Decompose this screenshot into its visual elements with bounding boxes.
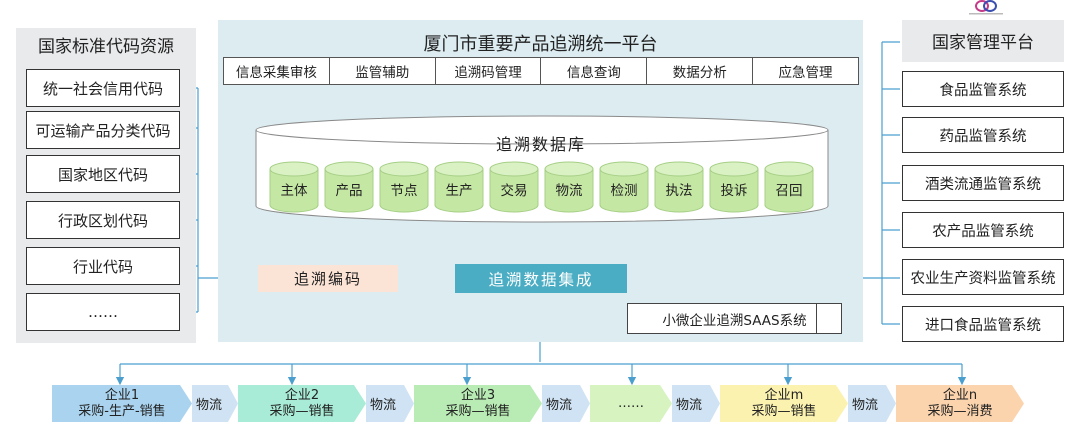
logistics-arrow: 物流 <box>192 385 238 422</box>
code-item: 行政区划代码 <box>26 201 180 239</box>
standard-code-title: 国家标准代码资源 <box>38 37 174 57</box>
enterprise-desc: 采购—销售 <box>751 403 817 419</box>
enterprise-node: 企业m 采购—销售 <box>720 385 848 422</box>
module-item: 监管辅助 <box>330 58 436 84</box>
enterprise-desc: 采购—销售 <box>445 403 511 419</box>
db-cell: 物流 <box>555 183 583 199</box>
saas-system-label: 小微企业追溯SAAS系统 <box>662 312 807 329</box>
database-cells <box>269 161 814 213</box>
national-platform-title: 国家管理平台 <box>932 33 1034 53</box>
db-cell: 主体 <box>280 183 308 199</box>
db-cell: 检测 <box>610 183 638 199</box>
platform-title: 厦门市重要产品追溯统一平台 <box>423 34 658 55</box>
enterprise-desc: 采购-生产-销售 <box>78 403 166 419</box>
saas-divider <box>816 303 817 334</box>
national-system-item: 进口食品监管系统 <box>902 306 1064 342</box>
module-item: 数据分析 <box>647 58 754 84</box>
national-system-item: 农产品监管系统 <box>902 212 1064 248</box>
enterprise-name: 企业m <box>764 387 804 403</box>
db-cell: 节点 <box>390 183 418 199</box>
logistics-arrow: 物流 <box>848 385 896 422</box>
enterprise-name: 企业1 <box>104 387 140 403</box>
saas-system-box: 小微企业追溯SAAS系统 <box>627 303 842 334</box>
module-item: 应急管理 <box>778 65 833 81</box>
code-item: 行业代码 <box>26 247 180 285</box>
module-item: 追溯码管理 <box>436 58 542 84</box>
logistics-arrow: 物流 <box>366 385 414 422</box>
trace-encoding-box: 追溯编码 <box>258 265 398 292</box>
db-cell: 生产 <box>445 183 473 199</box>
code-item: 可运输产品分类代码 <box>26 111 180 149</box>
module-bar: 信息采集审核 监管辅助 追溯码管理 信息查询 数据分析 应急管理 <box>223 57 859 85</box>
module-item: 信息采集审核 <box>224 58 330 84</box>
code-item: …… <box>26 293 180 331</box>
enterprise-name: …… <box>618 395 644 411</box>
national-system-item: 食品监管系统 <box>902 71 1064 107</box>
national-system-item: 酒类流通监管系统 <box>902 165 1064 201</box>
logistics-arrow: 物流 <box>542 385 590 422</box>
enterprise-node: 企业3 采购—销售 <box>414 385 542 422</box>
data-integration-box: 追溯数据集成 <box>455 264 627 293</box>
code-item: 统一社会信用代码 <box>26 69 180 107</box>
enterprise-node: 企业1 采购-生产-销售 <box>52 385 192 422</box>
database-title: 追溯数据库 <box>495 135 586 154</box>
db-cell: 执法 <box>665 183 693 199</box>
db-cell: 交易 <box>500 183 528 199</box>
enterprise-node: 企业2 采购—销售 <box>238 385 366 422</box>
enterprise-name: 企业2 <box>284 387 320 403</box>
db-cell: 投诉 <box>720 183 748 199</box>
code-item: 国家地区代码 <box>26 155 180 193</box>
national-system-item: 农业生产资料监管系统 <box>902 259 1064 295</box>
db-cell: 产品 <box>335 183 363 199</box>
enterprise-node: …… <box>590 385 672 422</box>
enterprise-desc: 采购—销售 <box>269 403 335 419</box>
module-item: 信息查询 <box>541 58 648 84</box>
enterprise-desc: 采购—消费 <box>927 403 993 419</box>
enterprise-node: 企业n 采购—消费 <box>896 385 1024 422</box>
enterprise-name: 企业3 <box>460 387 496 403</box>
enterprise-name: 企业n <box>942 387 978 403</box>
logo-icon <box>965 0 1007 16</box>
logistics-arrow: 物流 <box>672 385 720 422</box>
national-system-item: 药品监管系统 <box>902 117 1064 153</box>
db-cell: 召回 <box>775 183 803 199</box>
national-platform-panel <box>902 20 1064 62</box>
